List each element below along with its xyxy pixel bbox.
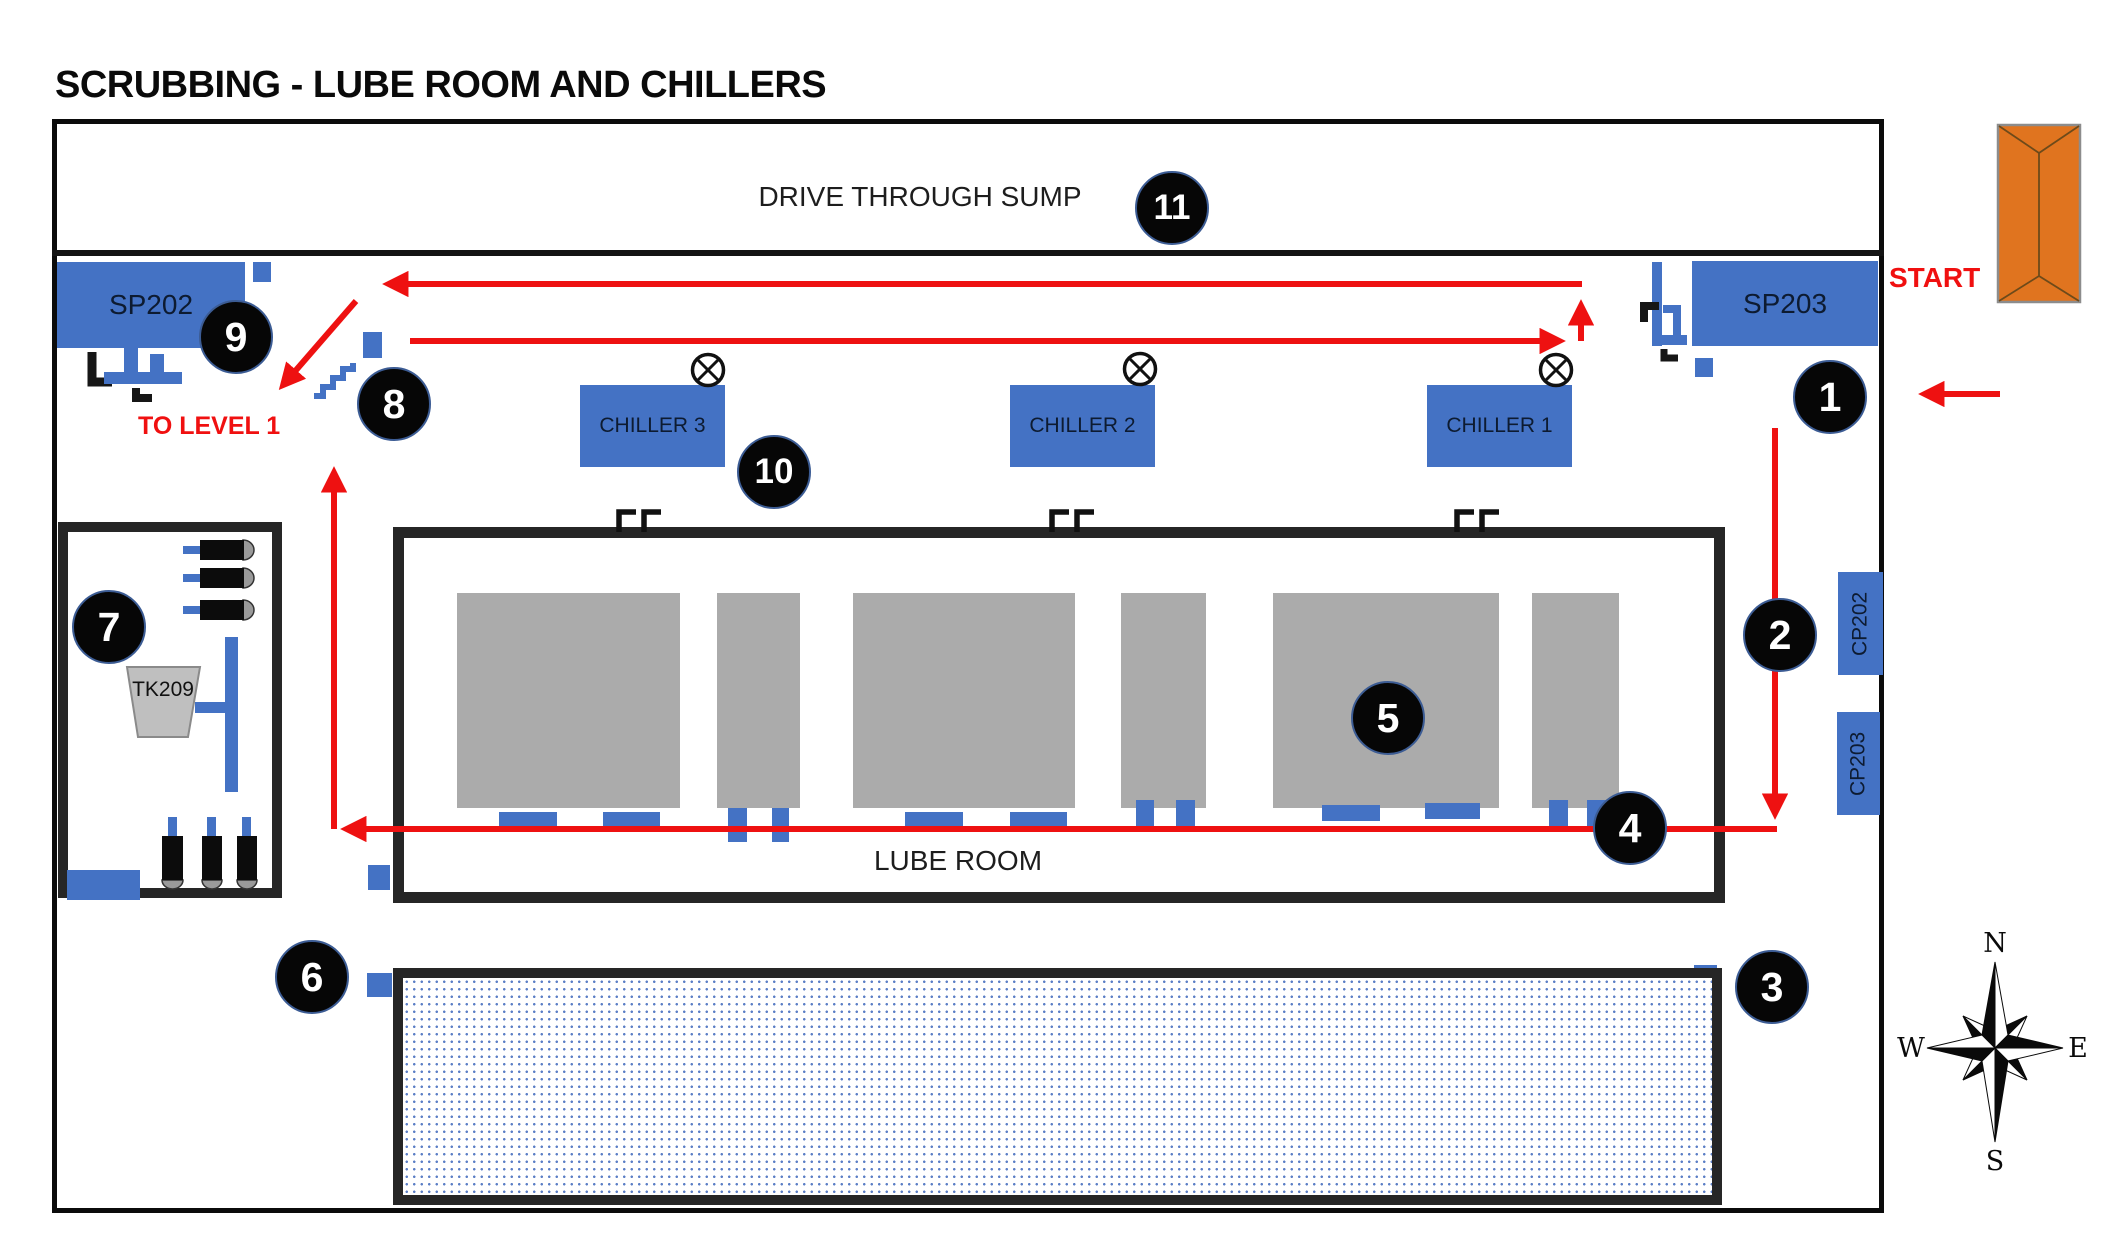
machine-foot bbox=[1425, 803, 1480, 819]
utility-square bbox=[363, 332, 382, 358]
machine-foot bbox=[728, 808, 747, 842]
waypoint-number: 6 bbox=[300, 953, 324, 1000]
utility-square bbox=[1695, 358, 1713, 377]
start-label: START bbox=[1889, 262, 1981, 293]
waypoint-number: 1 bbox=[1818, 373, 1842, 420]
machine-block bbox=[1121, 593, 1206, 808]
waypoint-number: 5 bbox=[1376, 694, 1400, 741]
machine-foot bbox=[1136, 800, 1154, 832]
tk209-room-walls bbox=[58, 522, 282, 898]
equipment-chiller-2: CHILLER 2 bbox=[1010, 385, 1155, 467]
waypoint-8: 8 bbox=[357, 367, 431, 441]
utility-square bbox=[253, 262, 271, 282]
compass-north-label: N bbox=[1983, 928, 2007, 959]
equipment-cp203: CP203 bbox=[1837, 712, 1880, 815]
machine-block bbox=[1532, 593, 1619, 808]
waypoint-number: 11 bbox=[1153, 188, 1191, 227]
start-bay-icon bbox=[1996, 123, 2082, 304]
waypoint-number: 7 bbox=[97, 603, 121, 650]
page-title: SCRUBBING - LUBE ROOM AND CHILLERS bbox=[55, 64, 827, 106]
machine-foot bbox=[1549, 800, 1568, 832]
sump-divider-wall bbox=[52, 250, 1884, 256]
machine-block bbox=[853, 593, 1075, 808]
waypoint-11: 11 bbox=[1135, 171, 1209, 245]
machine-foot bbox=[603, 812, 660, 830]
waypoint-6: 6 bbox=[275, 940, 349, 1014]
to-level-1-label: TO LEVEL 1 bbox=[138, 412, 281, 440]
lube-room-label: LUBE ROOM bbox=[873, 845, 1043, 876]
machine-foot bbox=[1176, 800, 1195, 832]
machine-foot bbox=[1010, 812, 1067, 830]
equipment-chiller-1: CHILLER 1 bbox=[1427, 385, 1572, 467]
waypoint-number: 9 bbox=[224, 313, 248, 360]
waypoint-number: 8 bbox=[382, 380, 406, 427]
compass-east-label: E bbox=[2068, 1033, 2088, 1064]
waypoint-number: 10 bbox=[754, 452, 794, 491]
waypoint-number: 3 bbox=[1760, 963, 1784, 1010]
equipment-sp203: SP203 bbox=[1692, 261, 1878, 346]
machine-foot bbox=[905, 812, 963, 830]
compass-west-label: W bbox=[1897, 1033, 1925, 1064]
waypoint-number: 4 bbox=[1618, 804, 1642, 851]
equipment-sp202: SP202 bbox=[57, 262, 245, 348]
equipment-chiller-3: CHILLER 3 bbox=[580, 385, 725, 467]
waypoint-7: 7 bbox=[72, 590, 146, 664]
drive-through-sump-label: DRIVE THROUGH SUMP bbox=[758, 181, 1082, 212]
dotted-pit-area bbox=[393, 968, 1722, 1205]
waypoint-3: 3 bbox=[1735, 950, 1809, 1024]
compass-south-label: S bbox=[1986, 1146, 2005, 1177]
waypoint-number: 2 bbox=[1768, 611, 1792, 658]
utility-square bbox=[368, 865, 390, 890]
waypoint-4: 4 bbox=[1593, 791, 1667, 865]
machine-block bbox=[717, 593, 800, 808]
waypoint-1: 1 bbox=[1793, 360, 1867, 434]
machine-foot bbox=[499, 812, 557, 830]
machine-foot bbox=[772, 808, 789, 842]
compass-rose: N E S W bbox=[1897, 928, 2088, 1177]
machine-block bbox=[457, 593, 680, 808]
waypoint-2: 2 bbox=[1743, 598, 1817, 672]
waypoint-10: 10 bbox=[737, 435, 811, 509]
waypoint-5: 5 bbox=[1351, 681, 1425, 755]
utility-square bbox=[367, 973, 392, 997]
equipment-cp202: CP202 bbox=[1838, 572, 1883, 675]
waypoint-9: 9 bbox=[199, 300, 273, 374]
equipment-bench bbox=[67, 870, 140, 900]
machine-foot bbox=[1322, 805, 1380, 821]
